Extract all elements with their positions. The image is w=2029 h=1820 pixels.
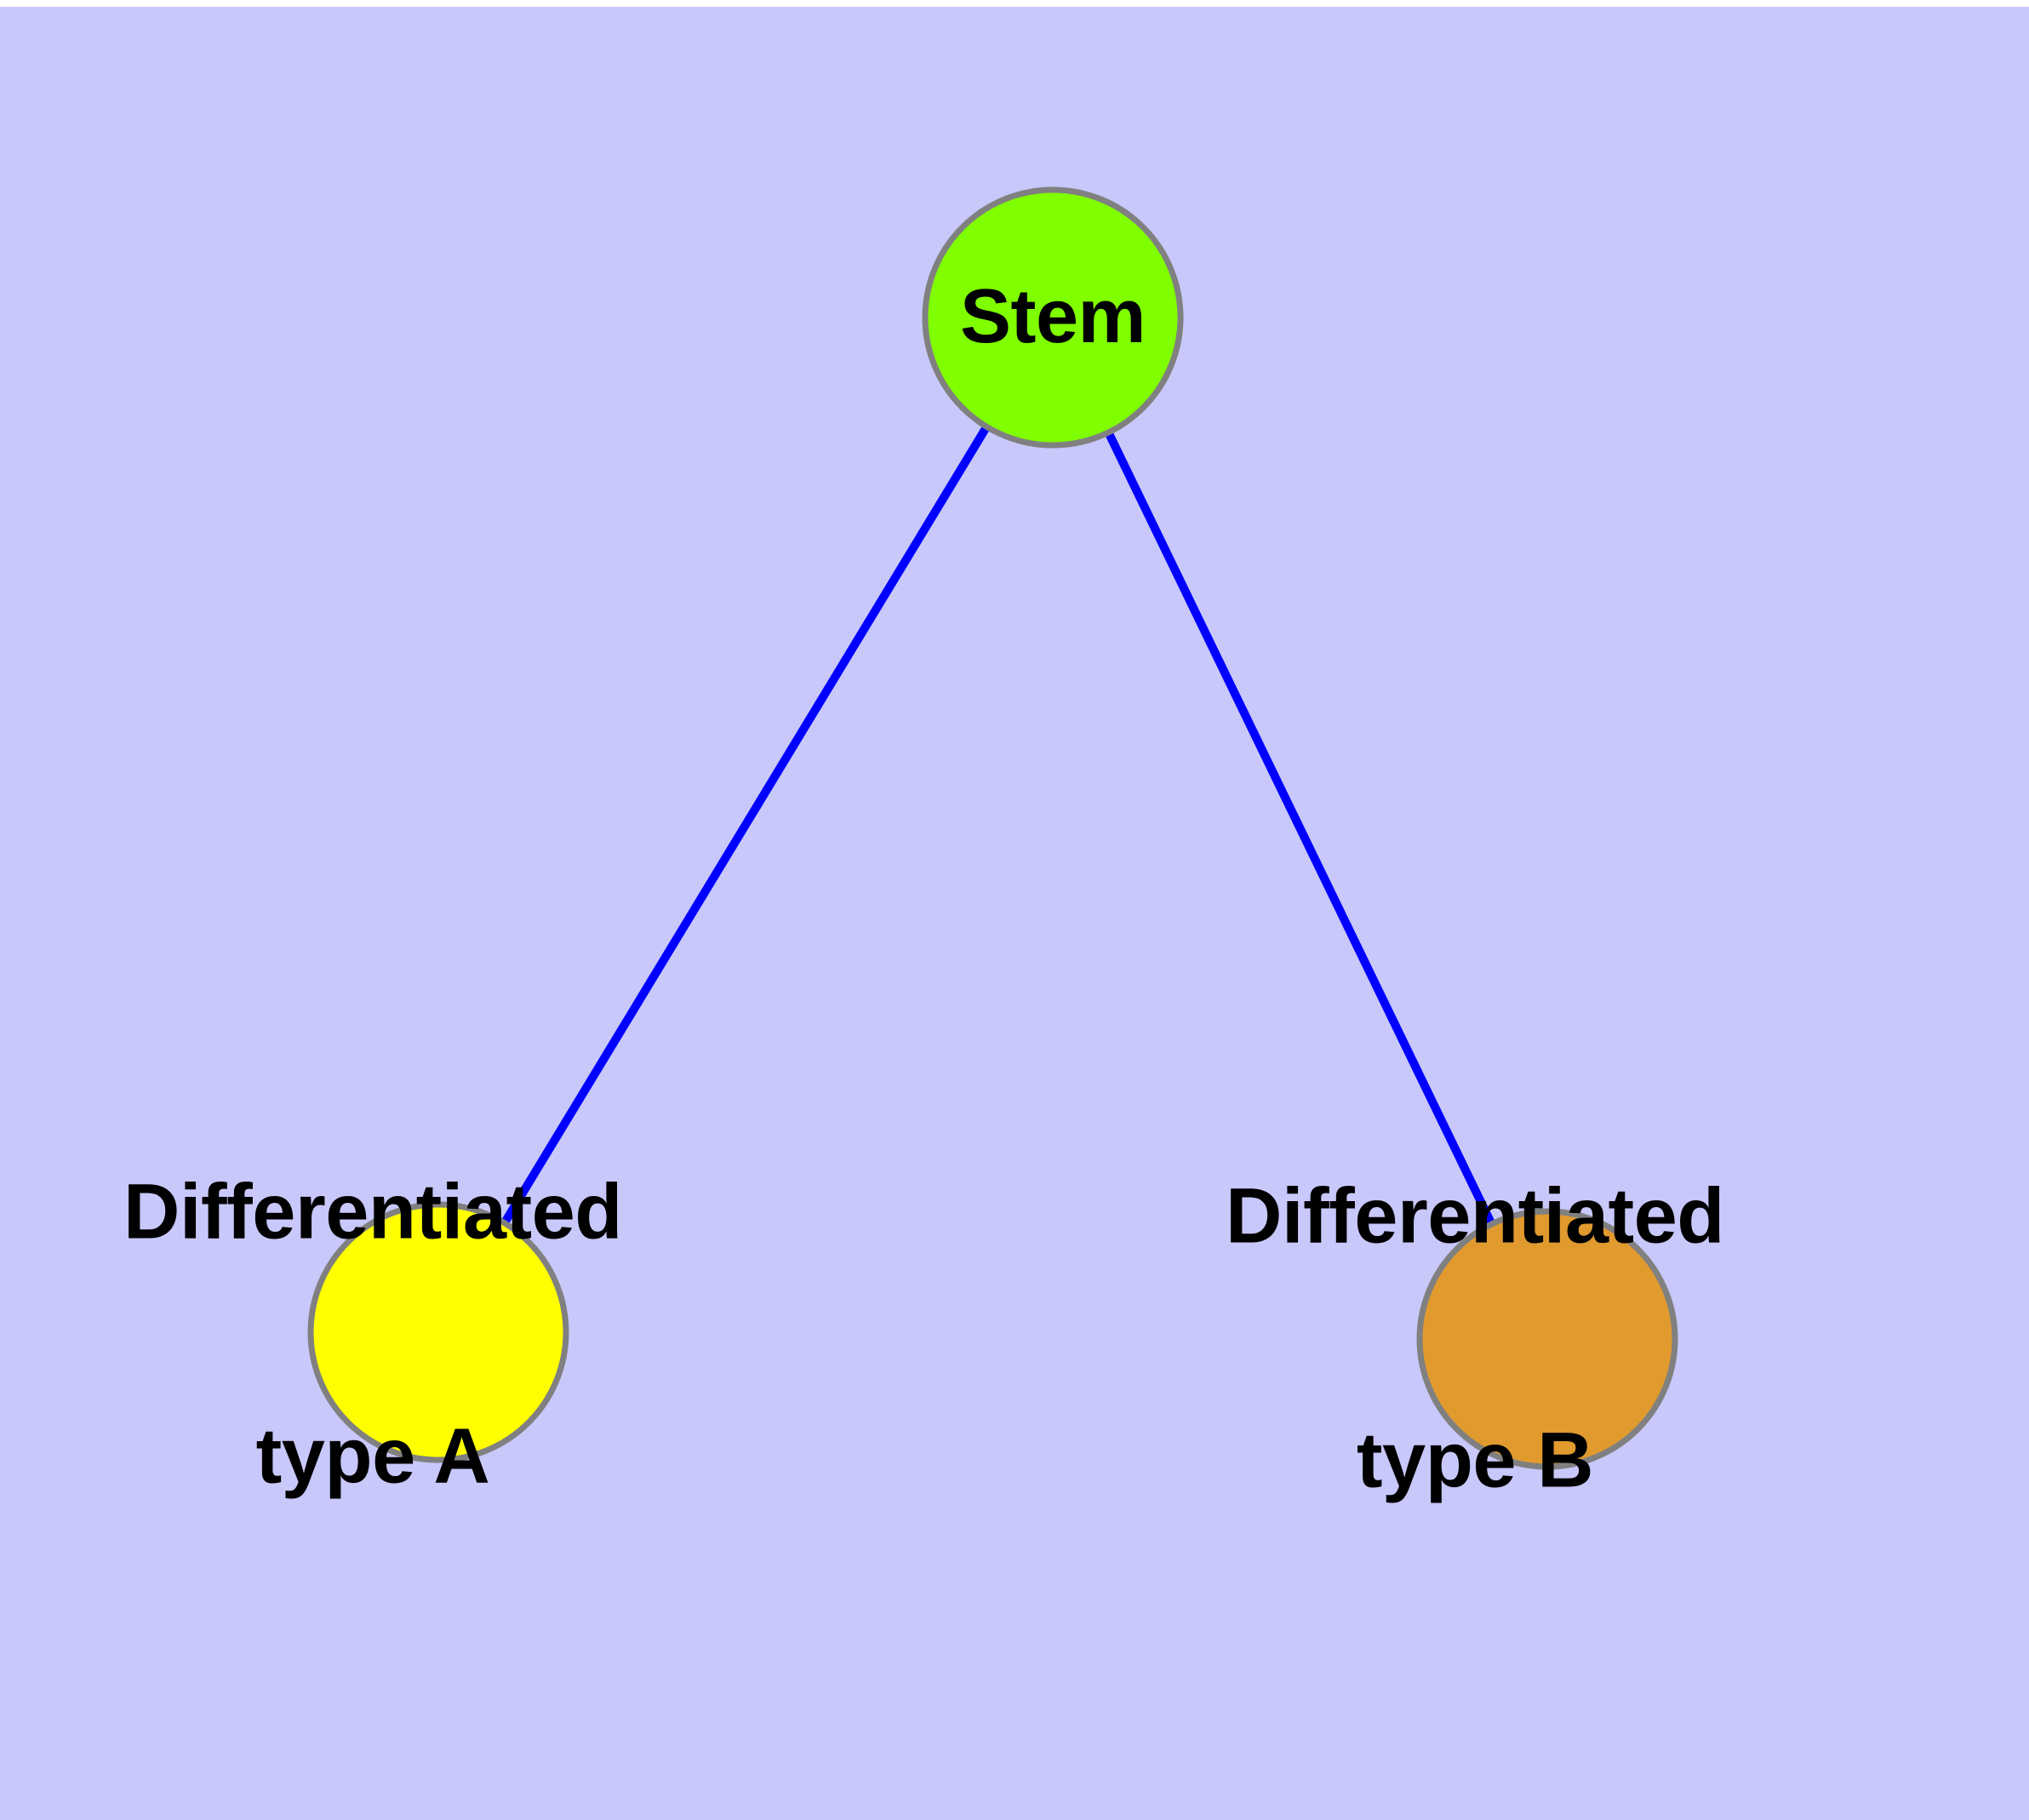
edge-stem-to-diff-a [434, 315, 1057, 1335]
node-layer [307, 186, 1678, 1470]
node-differentiated-type-b[interactable] [1416, 1208, 1678, 1470]
edge-layer [434, 315, 1552, 1342]
node-differentiated-type-a[interactable] [307, 1201, 569, 1463]
edge-stem-to-diff-b [1049, 315, 1552, 1342]
node-stem[interactable] [922, 186, 1184, 449]
